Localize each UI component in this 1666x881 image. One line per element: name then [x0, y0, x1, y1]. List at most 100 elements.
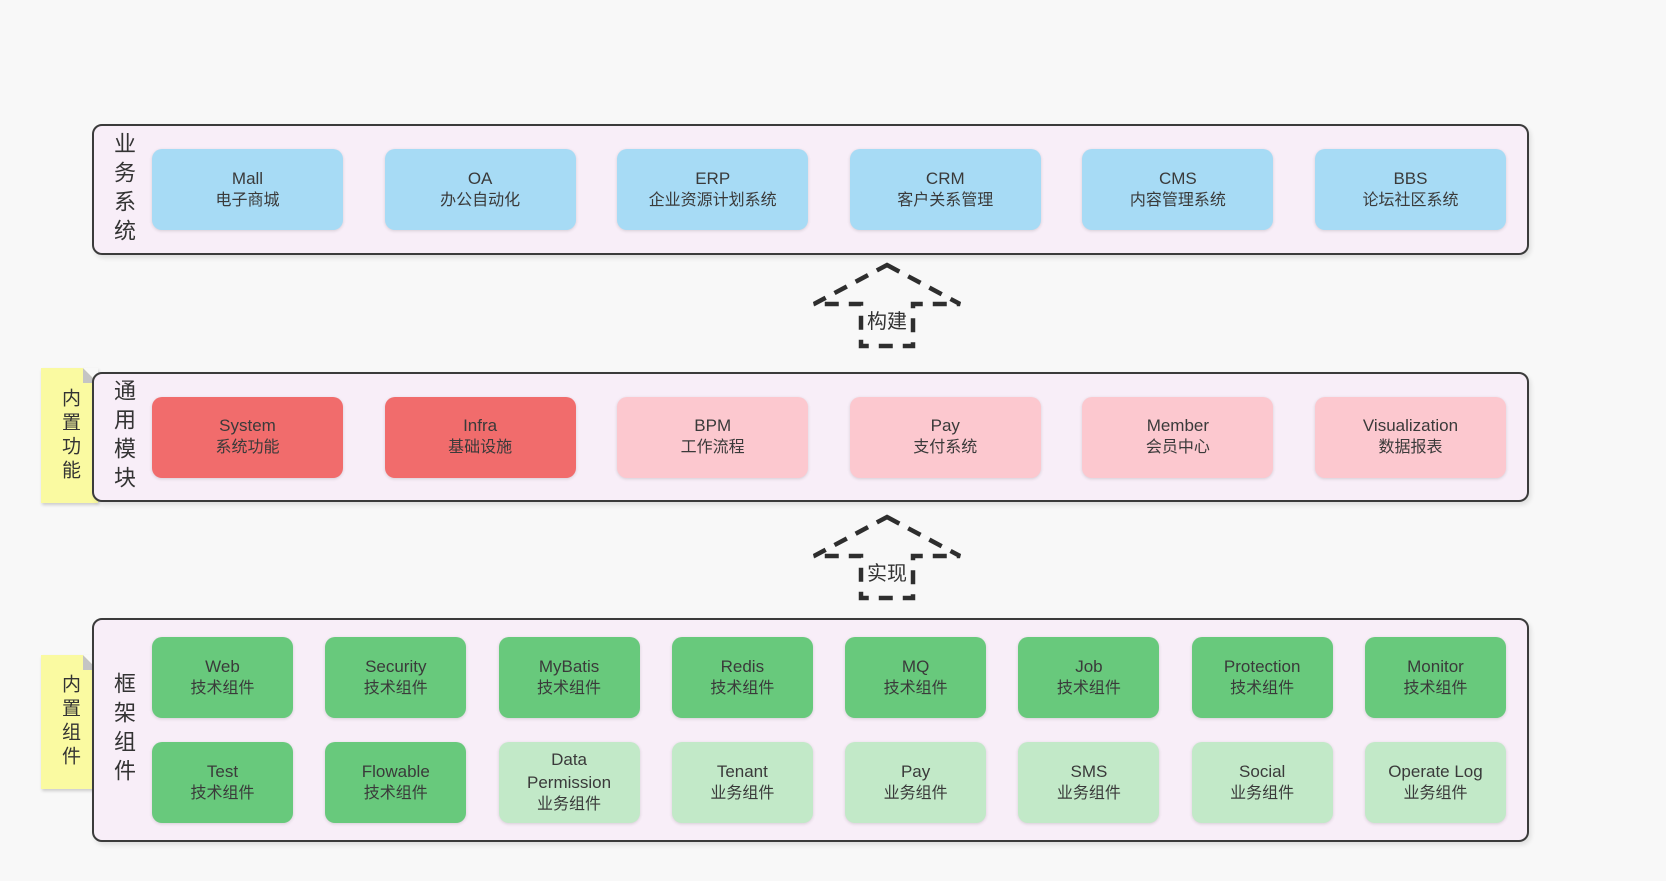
box-title: CMS [1158, 168, 1197, 188]
box-subtitle: 技术组件 [1403, 679, 1468, 697]
build-arrow: 构建 [812, 261, 962, 351]
box-subtitle: 技术组件 [710, 679, 775, 697]
box-title: CRM [925, 168, 965, 188]
box-crm: CRM 客户关系管理 [849, 149, 1041, 230]
box-operate-log: Operate Log 业务组件 [1364, 742, 1506, 823]
box-title: Data Permission [527, 750, 612, 793]
box-title: Web [205, 656, 240, 676]
box-title: OA [467, 168, 493, 188]
framework-box-row-2: Test 技术组件 Flowable 技术组件 Data Permission … [152, 742, 1506, 823]
box-title: Redis [720, 656, 765, 676]
box-sms: SMS 业务组件 [1018, 742, 1160, 823]
box-oa: OA 办公自动化 [384, 149, 576, 230]
box-title: Pay [900, 761, 931, 781]
box-title: Tenant [716, 761, 768, 781]
tier-label-text: 通用模块 [111, 379, 136, 495]
box-title: ERP [695, 168, 731, 188]
box-cms: CMS 内容管理系统 [1082, 149, 1274, 230]
box-subtitle: 业务组件 [537, 796, 602, 814]
box-title: Social [1239, 761, 1286, 781]
box-test: Test 技术组件 [152, 742, 293, 823]
dashed-up-arrow-icon [812, 514, 962, 601]
business-box-row: Mall 电子商城 OA 办公自动化 ERP 企业资源计划系统 CRM 客户关系… [152, 149, 1506, 230]
box-subtitle: 技术组件 [1056, 679, 1121, 697]
box-title: BPM [694, 416, 732, 436]
box-mall: Mall 电子商城 [152, 149, 343, 230]
box-title: Monitor [1407, 656, 1464, 676]
box-flowable: Flowable 技术组件 [325, 742, 467, 823]
box-bbs: BBS 论坛社区系统 [1314, 149, 1506, 230]
box-title: Visualization [1362, 416, 1459, 436]
box-subtitle: 支付系统 [913, 439, 978, 457]
box-redis: Redis 技术组件 [671, 637, 813, 718]
box-subtitle: 基础设施 [448, 439, 513, 457]
box-visualization: Visualization 数据报表 [1314, 396, 1506, 478]
box-title: Pay [930, 416, 960, 436]
box-subtitle: 系统功能 [215, 439, 280, 457]
box-title: SMS [1070, 761, 1108, 781]
box-tenant: Tenant 业务组件 [671, 742, 813, 823]
box-web: Web 技术组件 [152, 637, 293, 718]
box-pay-component: Pay 业务组件 [845, 742, 987, 823]
tier-label-text: 框架组件 [111, 672, 136, 788]
tier-business-content: Mall 电子商城 OA 办公自动化 ERP 企业资源计划系统 CRM 客户关系… [152, 126, 1527, 253]
build-arrow-label: 构建 [864, 305, 910, 334]
box-subtitle: 数据报表 [1378, 439, 1443, 457]
tier-business-systems: 业务系统 Mall 电子商城 OA 办公自动化 ERP 企业资源计划系统 CRM… [92, 124, 1529, 255]
box-subtitle: 技术组件 [537, 679, 602, 697]
box-subtitle: 内容管理系统 [1129, 191, 1226, 209]
box-subtitle: 电子商城 [215, 191, 280, 209]
tier-modules-label: 通用模块 [94, 374, 152, 500]
box-subtitle: 企业资源计划系统 [648, 191, 777, 209]
box-mq: MQ 技术组件 [845, 637, 987, 718]
sticky-note-built-in-features: 内置功能 [41, 368, 98, 503]
box-subtitle: 技术组件 [883, 679, 948, 697]
box-subtitle: 业务组件 [710, 784, 775, 802]
box-subtitle: 会员中心 [1145, 439, 1210, 457]
box-title: Test [206, 761, 239, 781]
tier-label-text: 业务系统 [111, 131, 136, 248]
box-protection: Protection 技术组件 [1191, 637, 1333, 718]
box-mybatis: MyBatis 技术组件 [498, 637, 640, 718]
box-job: Job 技术组件 [1018, 637, 1160, 718]
box-title: Protection [1223, 656, 1301, 676]
box-subtitle: 技术组件 [363, 679, 428, 697]
box-system: System 系统功能 [152, 396, 343, 478]
box-subtitle: 业务组件 [883, 784, 948, 802]
box-subtitle: 客户关系管理 [897, 191, 994, 209]
box-erp: ERP 企业资源计划系统 [617, 149, 809, 230]
tier-business-label: 业务系统 [94, 126, 152, 253]
box-member: Member 会员中心 [1082, 396, 1274, 478]
tier-common-modules: 通用模块 System 系统功能 Infra 基础设施 BPM 工作流程 Pay… [92, 372, 1529, 502]
box-bpm: BPM 工作流程 [617, 396, 809, 478]
box-monitor: Monitor 技术组件 [1364, 637, 1506, 718]
modules-box-row: System 系统功能 Infra 基础设施 BPM 工作流程 Pay 支付系统… [152, 396, 1506, 478]
box-subtitle: 办公自动化 [440, 191, 521, 209]
tier-framework-label: 框架组件 [94, 620, 152, 840]
tier-framework-content: Web 技术组件 Security 技术组件 MyBatis 技术组件 Redi… [152, 620, 1527, 840]
box-subtitle: 论坛社区系统 [1362, 191, 1459, 209]
box-title: MyBatis [538, 656, 600, 676]
box-subtitle: 技术组件 [190, 784, 255, 802]
sticky-note-text: 内置功能 [59, 387, 80, 484]
tier-modules-content: System 系统功能 Infra 基础设施 BPM 工作流程 Pay 支付系统… [152, 374, 1527, 500]
box-title: Operate Log [1388, 761, 1483, 781]
box-security: Security 技术组件 [325, 637, 467, 718]
box-subtitle: 技术组件 [190, 679, 255, 697]
box-subtitle: 业务组件 [1056, 784, 1121, 802]
box-title: BBS [1393, 168, 1428, 188]
box-title: Mall [231, 168, 264, 188]
box-subtitle: 业务组件 [1403, 784, 1468, 802]
framework-box-row-1: Web 技术组件 Security 技术组件 MyBatis 技术组件 Redi… [152, 637, 1506, 718]
box-subtitle: 业务组件 [1230, 784, 1295, 802]
box-infra: Infra 基础设施 [384, 396, 576, 478]
box-subtitle: 技术组件 [1230, 679, 1295, 697]
sticky-note-text: 内置组件 [59, 674, 80, 770]
box-title: System [219, 416, 276, 436]
tier-framework-components: 框架组件 Web 技术组件 Security 技术组件 MyBatis 技术组件… [92, 618, 1529, 842]
implement-arrow-label: 实现 [864, 557, 910, 586]
box-social: Social 业务组件 [1191, 742, 1333, 823]
implement-arrow: 实现 [812, 513, 962, 603]
box-subtitle: 技术组件 [363, 784, 428, 802]
box-title: Member [1146, 416, 1210, 436]
